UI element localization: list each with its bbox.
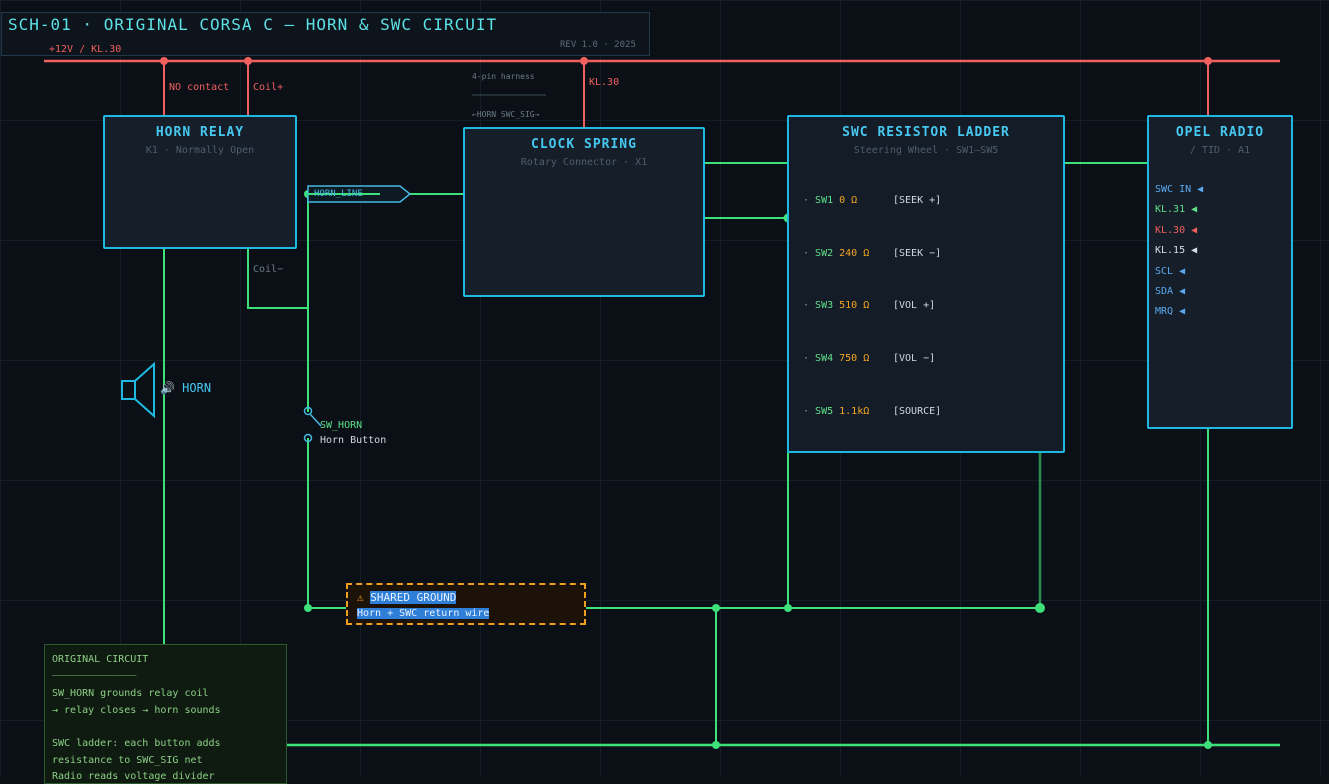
rail-node (160, 57, 168, 65)
ladder-switch-row: · SW3 510 Ω[VOL +] (803, 300, 936, 311)
original-circuit-note: ORIGINAL CIRCUIT ────────────── SW_HORN … (44, 644, 287, 784)
warning-text: Horn + SWC return wire (357, 608, 490, 619)
switch-name: SW5 (815, 406, 834, 417)
junction-node (712, 741, 720, 749)
shared-ground-warning: ⚠ SHARED GROUND Horn + SWC return wire (346, 583, 586, 625)
horn-label: 🔊 HORN (160, 381, 212, 395)
switch-function: [SEEK +] (893, 195, 942, 206)
switch-resistance: 240 Ω (839, 248, 870, 259)
harness-signal-label: ←HORN SWC_SIG→ (472, 110, 540, 119)
ladder-switch-row: · SW2 240 Ω[SEEK −] (803, 248, 942, 259)
horn-relay-subtitle: K1 · Normally Open (145, 145, 255, 156)
title-block (1, 12, 650, 56)
horn-button-label: Horn Button (320, 435, 387, 446)
swc-ladder-box: SWC RESISTOR LADDER Steering Wheel · SW1… (787, 115, 1065, 453)
junction-node (784, 604, 792, 612)
clock-spring-title: CLOCK SPRING (531, 137, 637, 152)
switch-name: SW4 (815, 353, 834, 364)
warning-icon: ⚠ (357, 591, 364, 604)
switch-resistance: 1.1kΩ (839, 406, 870, 417)
kl30-label: KL.30 (589, 77, 620, 88)
note-line: SW_HORN grounds relay coil (52, 688, 209, 699)
radio-pin-label: SCL ◀ (1155, 266, 1186, 277)
note-divider: ────────────── (52, 671, 137, 682)
horn-line-label: HORN_LINE (314, 189, 363, 199)
switch-name: SW2 (815, 248, 834, 259)
switch-name: SW3 (815, 300, 834, 311)
warning-title: SHARED GROUND (370, 591, 457, 604)
junction-node (1204, 741, 1212, 749)
ladder-switch-row: · SW5 1.1kΩ[SOURCE] (803, 406, 942, 417)
clock-spring-subtitle: Rotary Connector · X1 (520, 157, 648, 168)
no-contact-label: NO contact (169, 82, 230, 93)
radio-pin-label: SDA ◀ (1155, 286, 1186, 297)
note-line: resistance to SWC_SIG net (52, 755, 203, 766)
switch-resistance: 0 Ω (839, 195, 858, 206)
horn-button-switch-icon (303, 406, 322, 443)
radio-title: OPEL RADIO (1175, 125, 1265, 140)
radio-pin-label: MRQ ◀ (1155, 306, 1186, 317)
radio-subtitle: / TID · A1 (1189, 145, 1251, 156)
switch-function: [VOL −] (893, 353, 936, 364)
opel-radio-box: OPEL RADIO / TID · A1 (1147, 115, 1293, 429)
radio-pin-label: KL.30 ◀ (1155, 225, 1198, 236)
revision-label: REV 1.0 · 2025 (560, 40, 636, 50)
radio-pin-label: SWC IN ◀ (1155, 184, 1204, 195)
swc-ladder-subtitle: Steering Wheel · SW1–SW5 (853, 145, 999, 156)
page-title: SCH-01 · ORIGINAL CORSA C — HORN & SWC C… (8, 15, 498, 34)
switch-name: SW1 (815, 195, 834, 206)
horn-relay-box: HORN RELAY K1 · Normally Open (103, 115, 297, 249)
ladder-switch-row: · SW4 750 Ω[VOL −] (803, 353, 936, 364)
swc-ladder-title: SWC RESISTOR LADDER (842, 125, 1010, 140)
sw-horn-label: SW_HORN (320, 420, 363, 431)
rail-node (580, 57, 588, 65)
note-line: → relay closes → horn sounds (52, 705, 221, 716)
switch-function: [SEEK −] (893, 248, 942, 259)
rail-node (1204, 57, 1212, 65)
coil-minus-label: Coil− (253, 264, 284, 275)
radio-pin-label: KL.31 ◀ (1155, 204, 1198, 215)
horn-relay-title: HORN RELAY (155, 125, 245, 140)
note-line: SWC ladder: each button adds (52, 738, 221, 749)
harness-label: 4-pin harness (472, 72, 535, 81)
ladder-switch-row: · SW1 0 Ω[SEEK +] (803, 195, 942, 206)
switch-resistance: 750 Ω (839, 353, 870, 364)
switch-function: [SOURCE] (893, 406, 942, 417)
clock-spring-box: CLOCK SPRING Rotary Connector · X1 (463, 127, 705, 297)
horn-speaker-icon (121, 361, 155, 419)
switch-resistance: 510 Ω (839, 300, 870, 311)
switch-function: [VOL +] (893, 300, 936, 311)
rail-label: +12V / KL.30 (49, 44, 122, 55)
note-line: Radio reads voltage divider (52, 771, 215, 782)
junction-node (1035, 603, 1045, 613)
coil-plus-label: Coil+ (253, 82, 284, 93)
note-title: ORIGINAL CIRCUIT (52, 654, 149, 665)
coil-minus-wire (247, 248, 308, 309)
junction-node (304, 604, 312, 612)
junction-node (712, 604, 720, 612)
radio-pin-label: KL.15 ◀ (1155, 245, 1198, 256)
rail-node (244, 57, 252, 65)
